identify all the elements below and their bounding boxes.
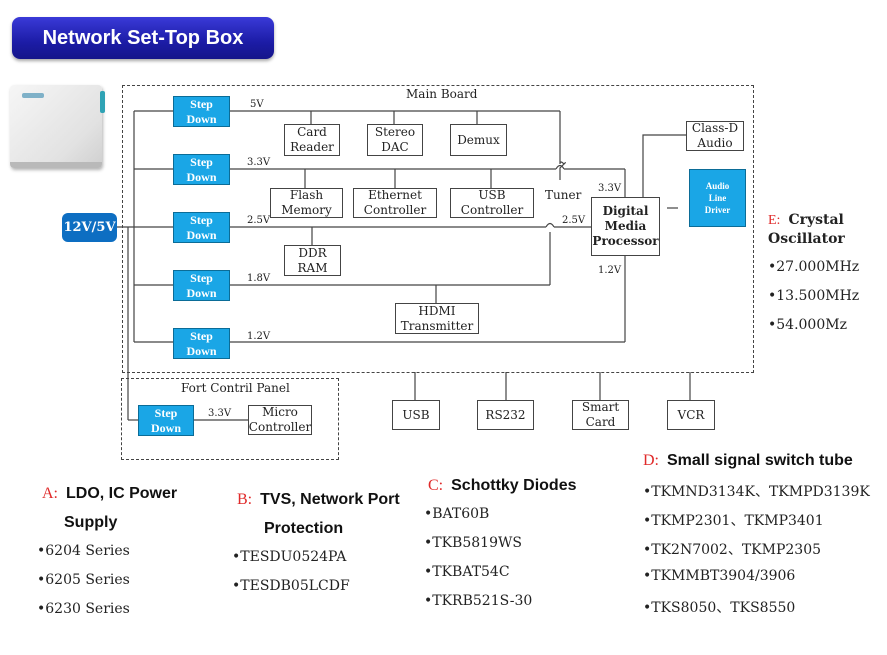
port-vcr: VCR — [667, 400, 715, 430]
main-board-frame — [122, 85, 754, 373]
front-panel-step-down: Step Down — [138, 405, 194, 436]
front-panel-label: Fort Contril Panel — [181, 381, 290, 395]
section-c-item: •TKRB521S-30 — [424, 593, 533, 609]
dmp-voltage-2v5: 2.5V — [562, 215, 586, 226]
section-d-item: •TKMND3134K、TKMPD3139K — [643, 484, 870, 500]
port-usb: USB — [392, 400, 440, 430]
class-d-audio-block: Class-D Audio — [686, 121, 744, 151]
section-e-item: •27.000MHz — [768, 259, 860, 275]
dmp-voltage-1v2: 1.2V — [598, 265, 622, 276]
section-e-item: •13.500MHz — [768, 288, 860, 304]
usb-controller-block: USB Controller — [450, 188, 534, 218]
voltage-label-2v5: 2.5V — [247, 215, 271, 226]
device-accent — [100, 91, 105, 113]
section-b-item: •TESDU0524PA — [232, 549, 347, 565]
wire-class-d — [642, 134, 686, 197]
dmp-voltage-3v3: 3.3V — [598, 183, 622, 194]
section-d-item: •TKMMBT3904/3906 — [643, 568, 796, 584]
step-down-5v: Step Down — [173, 96, 230, 127]
section-d-heading: D: Small signal switch tube — [643, 452, 853, 470]
section-c-item: •TKB5819WS — [424, 535, 522, 551]
main-board-label: Main Board — [406, 87, 478, 101]
section-a-title-2: Supply — [64, 514, 118, 531]
brand-logo-icon — [22, 93, 44, 98]
section-c-item: •TKBAT54C — [424, 564, 510, 580]
front-panel-frame — [121, 378, 339, 460]
section-c-title-1: Schottky Diodes — [451, 477, 577, 494]
tuner-label: Tuner — [545, 188, 582, 202]
section-b-title-1: TVS, Network Port — [260, 491, 400, 508]
section-b-item: •TESDB05LCDF — [232, 578, 350, 594]
stereo-dac-block: Stereo DAC — [367, 124, 423, 156]
section-c-item: •BAT60B — [424, 506, 490, 522]
section-a-item: •6204 Series — [37, 543, 130, 559]
section-e-title-1: Crystal — [788, 212, 844, 228]
ddr-ram-block: DDR RAM — [284, 245, 341, 276]
voltage-label-1v2: 1.2V — [247, 331, 271, 342]
section-b-title-2: Protection — [264, 520, 344, 537]
card-reader-block: Card Reader — [284, 124, 340, 156]
section-a-heading: A: LDO, IC Power — [42, 485, 177, 503]
section-e-title-2: Oscillator — [768, 231, 845, 247]
flash-memory-block: Flash Memory — [270, 188, 343, 218]
section-b-key: B: — [237, 491, 253, 508]
step-down-1v2: Step Down — [173, 328, 230, 359]
section-b-heading: B: TVS, Network Port — [237, 491, 400, 509]
voltage-label-5v: 5V — [250, 99, 264, 110]
front-panel-voltage: 3.3V — [208, 408, 232, 419]
port-smart-card: Smart Card — [572, 400, 629, 430]
section-e-key: E: — [768, 213, 781, 228]
page-title: Network Set-Top Box — [12, 17, 274, 59]
micro-controller-block: Micro Controller — [248, 405, 312, 435]
step-down-2v5: Step Down — [173, 212, 230, 243]
demux-block: Demux — [450, 124, 507, 156]
section-a-item: •6205 Series — [37, 572, 130, 588]
set-top-box-image — [10, 85, 105, 168]
section-d-item: •TKS8050、TKS8550 — [643, 600, 796, 616]
section-d-title-1: Small signal switch tube — [667, 452, 853, 469]
ethernet-controller-block: Ethernet Controller — [353, 188, 437, 218]
section-d-item: •TK2N7002、TKMP2305 — [643, 542, 822, 558]
voltage-label-1v8: 1.8V — [247, 273, 271, 284]
device-base — [10, 162, 102, 168]
section-a-key: A: — [42, 485, 58, 502]
audio-line-driver-block: Audio Line Driver — [689, 169, 746, 227]
section-e-item: •54.000Mz — [768, 317, 847, 333]
hdmi-transmitter-block: HDMI Transmitter — [395, 303, 479, 334]
port-rs232: RS232 — [477, 400, 534, 430]
wire-5v-tuner — [559, 111, 566, 180]
section-d-item: •TKMP2301、TKMP3401 — [643, 513, 824, 529]
section-e-heading: E: Crystal Oscillator — [768, 211, 883, 249]
section-c-heading: C: Schottky Diodes — [428, 477, 576, 495]
section-d-key: D: — [643, 452, 659, 469]
digital-media-processor-block: Digital Media Processor — [591, 197, 660, 256]
step-down-1v8: Step Down — [173, 270, 230, 301]
section-a-item: •6230 Series — [37, 601, 130, 617]
step-down-3v3: Step Down — [173, 154, 230, 185]
voltage-label-3v3: 3.3V — [247, 157, 271, 168]
section-a-title-1: LDO, IC Power — [66, 485, 178, 502]
section-c-key: C: — [428, 477, 444, 494]
power-input-badge: 12V/5V — [62, 213, 117, 242]
